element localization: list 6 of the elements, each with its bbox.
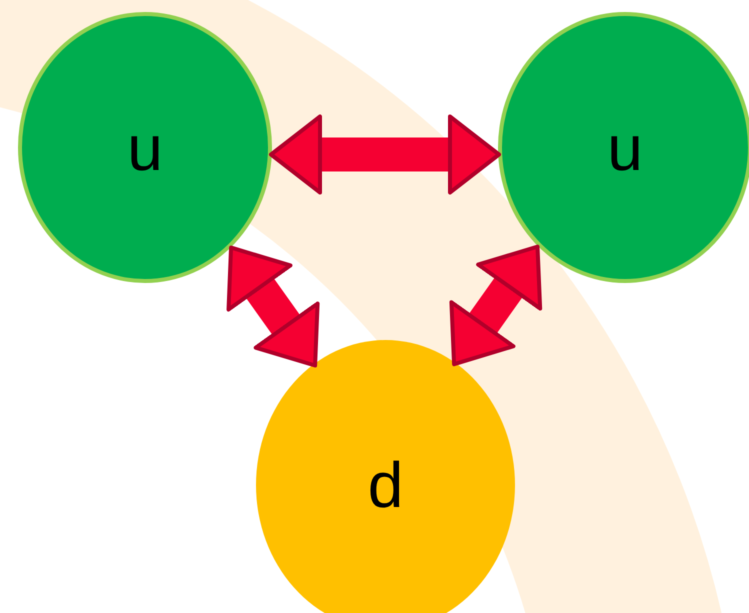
double-arrow xyxy=(269,114,501,194)
node-label: d xyxy=(368,453,404,517)
node-label: u xyxy=(607,116,643,180)
node-label: u xyxy=(127,116,163,180)
double-arrow xyxy=(449,244,542,366)
double-arrow xyxy=(226,246,320,368)
